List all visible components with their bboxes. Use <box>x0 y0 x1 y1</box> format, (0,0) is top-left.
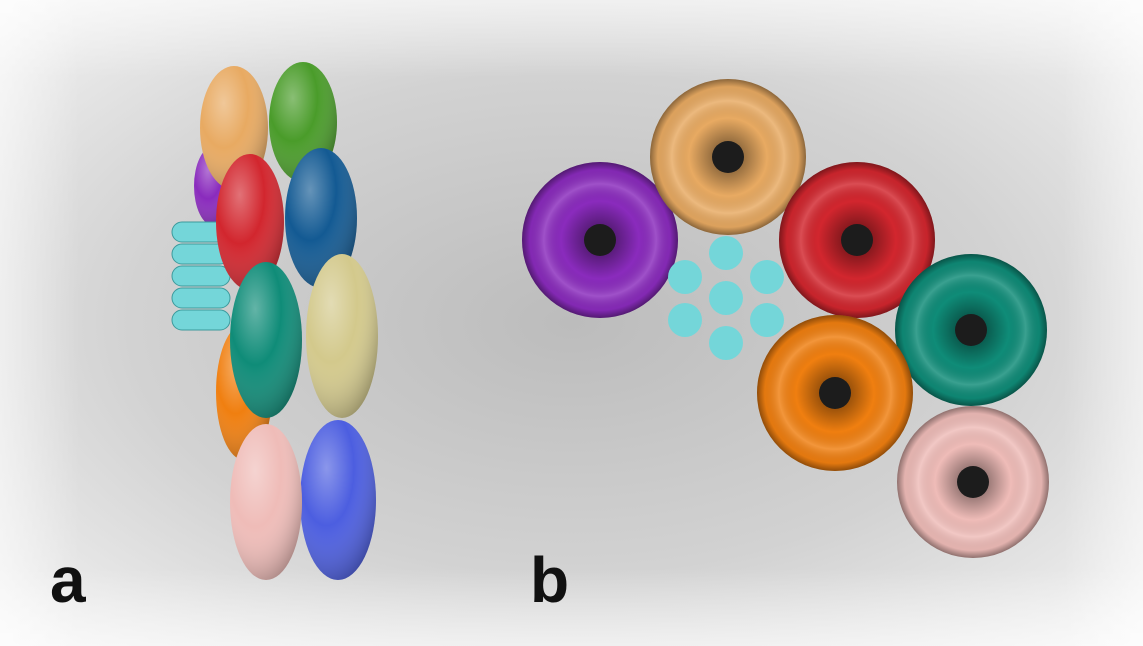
top-torus-orange <box>757 315 913 471</box>
top-rod <box>709 236 743 270</box>
panel-label-a: a <box>50 544 86 616</box>
side-rod <box>171 287 231 309</box>
side-torus-shading <box>230 262 302 418</box>
top-torus-pink <box>897 406 1049 558</box>
side-torus-shading <box>285 148 357 288</box>
top-view-torus-ring <box>522 79 1049 558</box>
side-torus-shading <box>230 424 302 580</box>
top-torus-tan <box>650 79 806 235</box>
side-rod <box>171 265 231 287</box>
top-rod <box>709 326 743 360</box>
top-rod <box>750 260 784 294</box>
side-rod <box>171 309 231 331</box>
side-view-torus-stack <box>171 62 378 580</box>
panel-label-b: b <box>530 544 570 616</box>
top-torus-teal <box>895 254 1047 406</box>
top-torus-purple <box>522 162 678 318</box>
side-torus-shading <box>306 254 378 418</box>
top-rod <box>668 260 702 294</box>
top-rod <box>750 303 784 337</box>
side-torus-shading <box>216 154 284 290</box>
top-rod <box>709 281 743 315</box>
top-torus-red <box>779 162 935 318</box>
top-rod-bundle <box>668 236 784 360</box>
side-torus-shading <box>300 420 376 580</box>
side-rod-bundle <box>171 221 231 331</box>
top-rod <box>668 303 702 337</box>
